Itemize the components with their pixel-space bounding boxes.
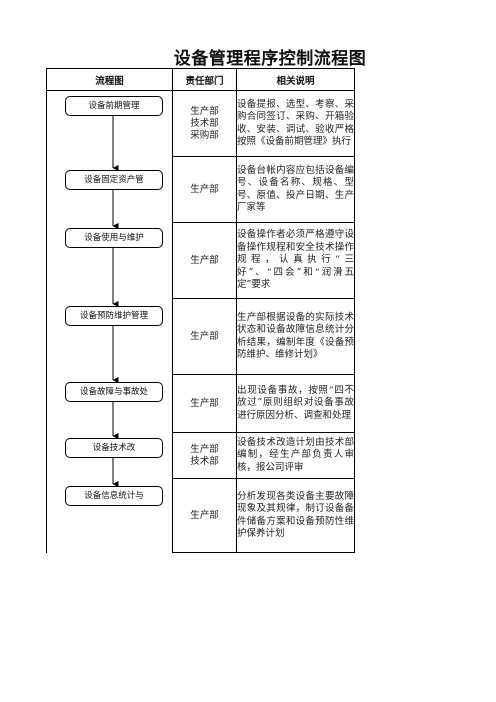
dept-name: 生产部	[190, 509, 219, 521]
flow-step-3: 设备使用与维护	[65, 228, 163, 248]
dept-name: 生产部	[190, 105, 219, 117]
dept-name: 技术部	[190, 455, 219, 467]
dept-name: 生产部	[190, 330, 219, 342]
dept-cell: 生产部	[172, 374, 237, 433]
desc-cell: 设备操作者必须严格遵守设备操作规程和安全技术操作规程，认真执行“三好”、“四会”…	[236, 222, 355, 299]
page-title: 设备管理程序控制流程图	[173, 49, 367, 69]
dept-name: 生产部	[190, 397, 219, 409]
desc-cell: 分析发现各类设备主要故障现象及其规律，制订设备备件储备方案和设备预防性维护保养计…	[236, 478, 355, 553]
dept-name: 采购部	[190, 129, 219, 141]
flow-step-1: 设备前期管理	[65, 96, 163, 116]
flow-step-7: 设备信息统计与	[65, 486, 163, 506]
desc-cell: 设备提报、选型、考察、采购合同签订、采购、开箱验收、安装、调试、验收严格按照《设…	[236, 90, 355, 157]
flowchart: 设备前期管理 设备固定资产管 设备使用与维护 设备预防维护管理 设备故障与事故处…	[46, 90, 172, 552]
table-row: 生产部 出现设备事故，按照“四不放过”原则组织对设备事故进行原因分析、调查和处理	[47, 374, 355, 433]
table-row: 生产部 技术部 设备技术改造计划由技术部编制，经生产部负责人审核，报公司评审	[47, 432, 355, 479]
header-dept: 责任部门	[172, 68, 237, 91]
flow-step-6: 设备技术改	[65, 438, 163, 458]
table-row: 生产部 生产部根据设备的实际技术状态和设备故障信息统计分析结果，编制年度《设备预…	[47, 298, 355, 375]
dept-cell: 生产部	[172, 222, 237, 299]
header-flow: 流程图	[46, 68, 173, 91]
dept-cell: 生产部	[172, 156, 237, 223]
desc-cell: 生产部根据设备的实际技术状态和设备故障信息统计分析结果，编制年度《设备预防维护、…	[236, 298, 355, 375]
desc-cell: 设备技术改造计划由技术部编制，经生产部负责人审核，报公司评审	[236, 432, 355, 479]
desc-cell: 设备台帐内容应包括设备编号、设备名称、规格、型号、原值、投产日期、生产厂家等	[236, 156, 355, 223]
dept-cell: 生产部	[172, 298, 237, 375]
table-row: 生产部 设备操作者必须严格遵守设备操作规程和安全技术操作规程，认真执行“三好”、…	[47, 222, 355, 299]
flow-step-5: 设备故障与事故处	[65, 382, 163, 402]
dept-name: 技术部	[190, 117, 219, 129]
header-desc: 相关说明	[236, 68, 355, 91]
dept-name: 生产部	[190, 183, 219, 195]
dept-cell: 生产部	[172, 478, 237, 553]
table-row: 生产部 分析发现各类设备主要故障现象及其规律，制订设备备件储备方案和设备预防性维…	[47, 478, 355, 553]
dept-name: 生产部	[190, 254, 219, 266]
dept-name: 生产部	[190, 443, 219, 455]
dept-cell: 生产部 技术部 采购部	[172, 90, 237, 157]
desc-cell: 出现设备事故，按照“四不放过”原则组织对设备事故进行原因分析、调查和处理	[236, 374, 355, 433]
dept-cell: 生产部 技术部	[172, 432, 237, 479]
flow-step-4: 设备预防维护管理	[65, 306, 163, 326]
table-header-row: 流程图 责任部门 相关说明	[46, 68, 355, 91]
flow-step-2: 设备固定资产管	[65, 170, 163, 190]
